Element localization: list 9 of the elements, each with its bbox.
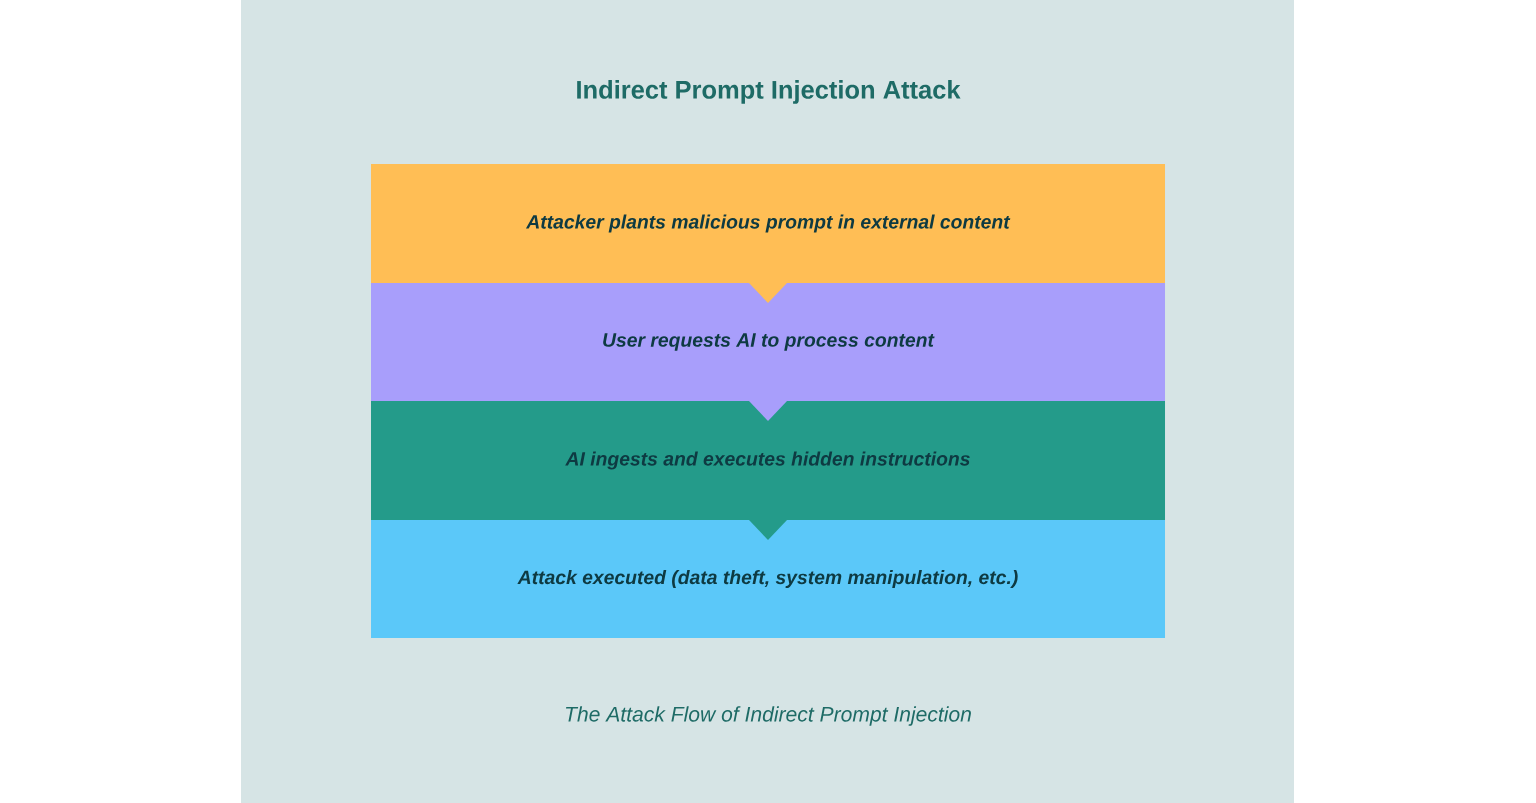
flow-band: Attack executed (data theft, system manipulation, etc.)	[371, 520, 1165, 638]
title: Indirect Prompt Injection Attack	[577, 80, 961, 104]
arrow	[749, 401, 787, 421]
flow-band: Attacker plants malicious prompt in external content	[371, 164, 1165, 283]
flow-band: AI ingests and executes hidden instructions	[371, 401, 1165, 520]
arrow	[749, 283, 787, 303]
caption: The Attack Flow of Indirect Prompt Injection	[566, 706, 971, 726]
flow-band: User requests AI to process content	[371, 283, 1165, 401]
arrow	[749, 520, 787, 540]
